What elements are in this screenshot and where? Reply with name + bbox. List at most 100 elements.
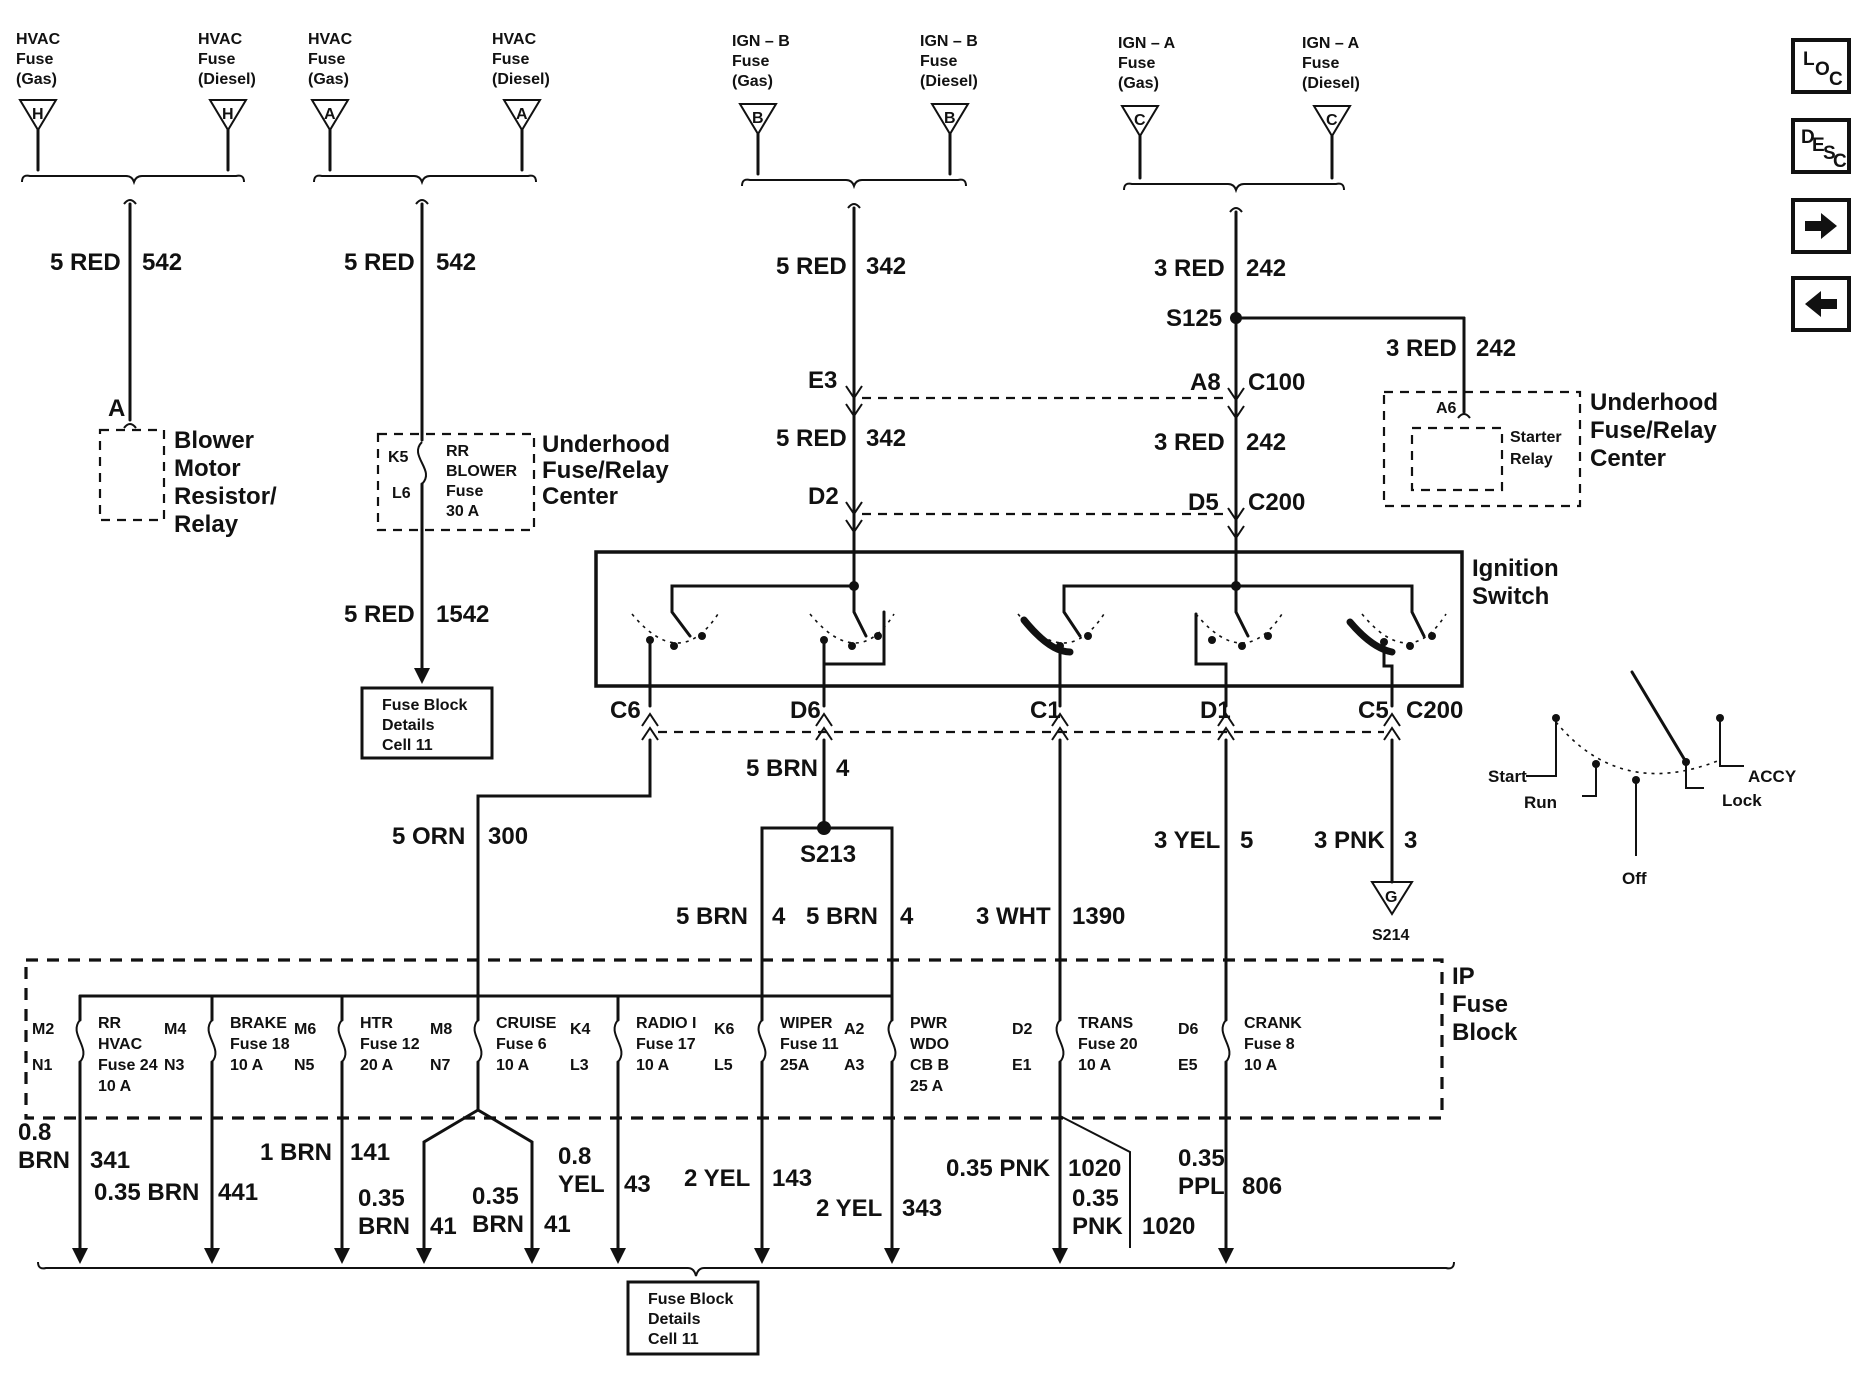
svg-text:L6: L6 — [392, 485, 411, 502]
svg-text:141: 141 — [350, 1139, 390, 1166]
fuse-label: 25A — [780, 1057, 810, 1074]
svg-text:1390: 1390 — [1072, 903, 1125, 930]
fuse-element — [757, 1019, 767, 1063]
svg-text:Cell 11: Cell 11 — [648, 1331, 699, 1348]
svg-text:3 RED: 3 RED — [1154, 255, 1225, 282]
svg-text:D1: D1 — [1200, 697, 1231, 724]
svg-text:E3: E3 — [808, 367, 837, 394]
fuse-label: Fuse 8 — [1244, 1036, 1295, 1053]
svg-text:Fuse: Fuse — [1302, 55, 1339, 72]
fuse-ign-a-diesel: IGN – A Fuse (Diesel) C — [1302, 35, 1360, 180]
svg-text:300: 300 — [488, 823, 528, 850]
svg-text:A: A — [324, 106, 336, 123]
circuit-542-rr-blower: 5 RED 542 K5 L6 RR BLOWER Fuse 30 A Unde… — [344, 199, 670, 760]
svg-text:(Gas): (Gas) — [732, 73, 773, 90]
svg-text:343: 343 — [902, 1195, 942, 1222]
svg-text:0.35: 0.35 — [472, 1183, 519, 1210]
svg-text:Fuse: Fuse — [492, 51, 529, 68]
fuse-label: TRANS — [1078, 1015, 1133, 1032]
description-button[interactable]: D E S C — [1791, 118, 1851, 174]
svg-text:Fuse: Fuse — [446, 483, 483, 500]
svg-text:0.35: 0.35 — [1178, 1145, 1225, 1172]
svg-text:Fuse Block: Fuse Block — [648, 1291, 733, 1308]
svg-text:441: 441 — [218, 1179, 258, 1206]
fuse-hvac-gas-h: HVAC Fuse (Gas) H — [16, 31, 61, 172]
svg-text:B: B — [944, 110, 956, 127]
svg-text:5 BRN: 5 BRN — [746, 755, 818, 782]
svg-text:3: 3 — [1404, 827, 1417, 854]
fuse-label: 25 A — [910, 1078, 944, 1095]
svg-text:C200: C200 — [1406, 697, 1463, 724]
svg-text:4: 4 — [900, 903, 914, 930]
next-page-button[interactable] — [1791, 198, 1851, 254]
svg-text:0.35 PNK: 0.35 PNK — [946, 1155, 1051, 1182]
fuse-label: Fuse 17 — [636, 1036, 696, 1053]
fuse-pin-out: E5 — [1178, 1057, 1198, 1074]
svg-text:HVAC: HVAC — [308, 31, 353, 48]
fuse-pin-out: N7 — [430, 1057, 451, 1074]
svg-text:C5: C5 — [1358, 697, 1389, 724]
svg-text:143: 143 — [772, 1165, 812, 1192]
fuse-braces — [21, 174, 1345, 194]
fuse-label: HVAC — [98, 1036, 143, 1053]
svg-text:HVAC: HVAC — [492, 31, 537, 48]
fuse-label: CRANK — [1244, 1015, 1302, 1032]
svg-text:Fuse: Fuse — [732, 53, 769, 70]
svg-text:B: B — [752, 110, 764, 127]
svg-text:(Diesel): (Diesel) — [1302, 75, 1360, 92]
previous-page-button[interactable] — [1791, 276, 1851, 332]
fuse-hvac-gas-a: HVAC Fuse (Gas) A — [308, 31, 353, 172]
fuse-ign-a-gas: IGN – A Fuse (Gas) C — [1118, 35, 1176, 180]
svg-text:3 YEL: 3 YEL — [1154, 827, 1220, 854]
svg-text:Fuse: Fuse — [1118, 55, 1155, 72]
svg-text:5: 5 — [1240, 827, 1253, 854]
svg-text:5 ORN: 5 ORN — [392, 823, 465, 850]
fuse-label: Fuse 12 — [360, 1036, 420, 1053]
svg-text:2 YEL: 2 YEL — [816, 1195, 882, 1222]
svg-text:K5: K5 — [388, 449, 409, 466]
svg-text:Starter: Starter — [1510, 429, 1562, 446]
svg-text:5 BRN: 5 BRN — [806, 903, 878, 930]
svg-text:D5: D5 — [1188, 489, 1219, 516]
svg-text:IGN – B: IGN – B — [920, 33, 978, 50]
fuse-element — [887, 1019, 897, 1063]
fuse-pin-in: M6 — [294, 1021, 316, 1038]
svg-text:C200: C200 — [1248, 489, 1305, 516]
svg-text:(Gas): (Gas) — [308, 71, 349, 88]
fuse-label: 10 A — [98, 1078, 132, 1095]
fuse-pin-in: D2 — [1012, 1021, 1033, 1038]
svg-text:IGN – A: IGN – A — [1302, 35, 1360, 52]
svg-text:H: H — [222, 106, 234, 123]
svg-text:3 WHT: 3 WHT — [976, 903, 1051, 930]
fuse-hvac-diesel-h: HVAC Fuse (Diesel) H — [198, 31, 256, 172]
svg-text:341: 341 — [90, 1147, 130, 1174]
fuse-label: WIPER — [780, 1015, 833, 1032]
location-button[interactable]: L O C — [1791, 38, 1851, 94]
fuse-pin-out: A3 — [844, 1057, 865, 1074]
svg-text:A: A — [516, 106, 528, 123]
svg-text:Start: Start — [1488, 767, 1527, 786]
ip-fuse-block: IP Fuse Block — [24, 958, 1518, 1120]
fuse-pin-out: N5 — [294, 1057, 315, 1074]
svg-text:YEL: YEL — [558, 1171, 605, 1198]
fuse-element — [75, 1019, 85, 1063]
svg-text:Fuse: Fuse — [920, 53, 957, 70]
svg-text:G: G — [1385, 889, 1397, 906]
switch-position-legend: Start Run Off Lock ACCY — [1488, 670, 1797, 888]
svg-text:5 RED: 5 RED — [776, 253, 847, 280]
svg-text:Fuse: Fuse — [16, 51, 53, 68]
svg-text:Relay: Relay — [1510, 451, 1553, 468]
svg-text:BRN: BRN — [358, 1213, 410, 1240]
fuse-ign-b-gas: IGN – B Fuse (Gas) B — [732, 33, 790, 176]
lower-harness: 5 ORN 300 5 BRN 4 S213 5 BRN 4 5 BRN 4 3… — [392, 738, 1417, 998]
fuse-label: 10 A — [496, 1057, 530, 1074]
svg-text:BRN: BRN — [18, 1147, 70, 1174]
svg-text:H: H — [32, 106, 44, 123]
svg-text:5 RED: 5 RED — [344, 249, 415, 276]
svg-text:242: 242 — [1246, 429, 1286, 456]
svg-text:S125: S125 — [1166, 305, 1222, 332]
svg-text:542: 542 — [142, 249, 182, 276]
